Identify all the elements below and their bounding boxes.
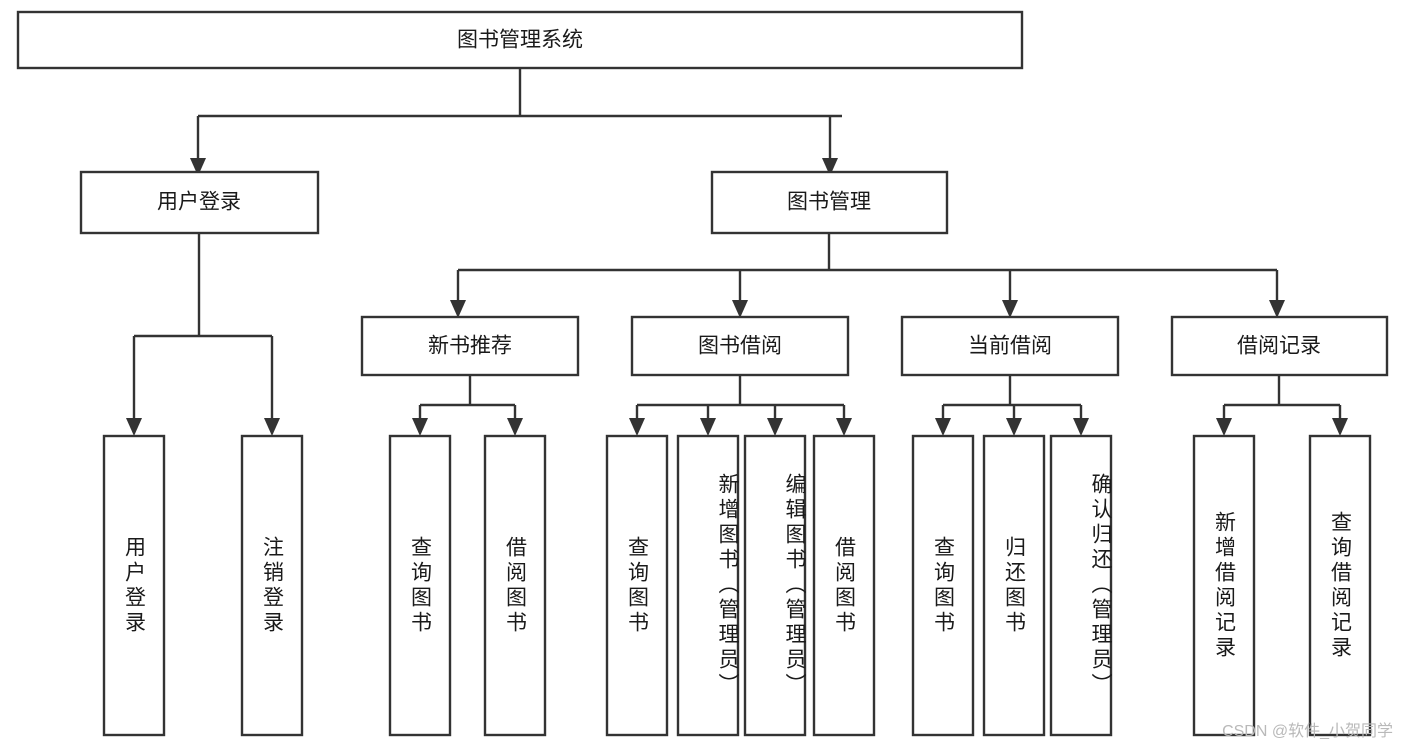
node-user-login-label: 用户登录 bbox=[157, 191, 241, 214]
node-book-manage[interactable]: 图书管理 bbox=[710, 170, 949, 235]
arrowhead-bb-leaf-4 bbox=[836, 418, 852, 436]
leaf-box-user-logout[interactable] bbox=[240, 434, 304, 737]
leaf-box-borrow-book-2[interactable] bbox=[812, 434, 876, 737]
leaf-box-add-book[interactable] bbox=[676, 434, 740, 737]
leaf-box-user-login[interactable] bbox=[102, 434, 166, 737]
arrowhead-current-borrow bbox=[1002, 300, 1018, 318]
leaf-box-query-book-2[interactable] bbox=[605, 434, 669, 737]
arrowhead-book-borrow bbox=[732, 300, 748, 318]
node-book-manage-label: 图书管理 bbox=[787, 191, 871, 214]
arrowhead-book-manage bbox=[822, 158, 838, 176]
arrowhead-leaf-user-login bbox=[126, 418, 142, 436]
arrowhead-nbr-leaf-1 bbox=[412, 418, 428, 436]
leaf-box-query-book-3[interactable] bbox=[911, 434, 975, 737]
node-root[interactable]: 图书管理系统 bbox=[16, 10, 1024, 70]
node-current-borrow-label: 当前借阅 bbox=[968, 335, 1052, 358]
node-new-book-recommend[interactable]: 新书推荐 bbox=[360, 315, 580, 377]
arrowhead-cb-leaf-2 bbox=[1006, 418, 1022, 436]
node-user-login[interactable]: 用户登录 bbox=[79, 170, 320, 235]
arrowhead-user-login bbox=[190, 158, 206, 176]
leaf-box-query-record[interactable] bbox=[1308, 434, 1372, 737]
leaf-box-return-book[interactable] bbox=[982, 434, 1046, 737]
node-current-borrow[interactable]: 当前借阅 bbox=[900, 315, 1120, 377]
leaf-box-edit-book[interactable] bbox=[743, 434, 807, 737]
connectors-new-book-recommend-to-leaves bbox=[412, 375, 523, 436]
node-user-login-box[interactable] bbox=[79, 170, 320, 235]
arrowhead-leaf-user-logout bbox=[264, 418, 280, 436]
connectors-borrow-record-to-leaves bbox=[1216, 375, 1348, 436]
node-current-borrow-box[interactable] bbox=[900, 315, 1120, 377]
node-borrow-record-label: 借阅记录 bbox=[1237, 335, 1321, 358]
leaf-boxes[interactable] bbox=[102, 434, 1372, 737]
arrowhead-new-book-recommend bbox=[450, 300, 466, 318]
arrowhead-br-leaf-2 bbox=[1332, 418, 1348, 436]
arrowhead-bb-leaf-1 bbox=[629, 418, 645, 436]
node-borrow-record-box[interactable] bbox=[1170, 315, 1389, 377]
connectors-user-login-to-leaves bbox=[126, 233, 280, 436]
connectors-root-to-level2 bbox=[190, 68, 842, 176]
connectors-book-manage-to-level3 bbox=[450, 233, 1285, 318]
csdn-watermark: CSDN @软件_小贺同学 bbox=[1222, 723, 1393, 740]
node-new-book-recommend-box[interactable] bbox=[360, 315, 580, 377]
arrowhead-borrow-record bbox=[1269, 300, 1285, 318]
arrowhead-nbr-leaf-2 bbox=[507, 418, 523, 436]
node-book-borrow-label: 图书借阅 bbox=[698, 335, 782, 358]
node-book-borrow-box[interactable] bbox=[630, 315, 850, 377]
arrowhead-bb-leaf-2 bbox=[700, 418, 716, 436]
connectors-book-borrow-to-leaves bbox=[629, 375, 852, 436]
arrowhead-cb-leaf-3 bbox=[1073, 418, 1089, 436]
node-borrow-record[interactable]: 借阅记录 bbox=[1170, 315, 1389, 377]
leaf-box-query-book-1[interactable] bbox=[388, 434, 452, 737]
node-root-label: 图书管理系统 bbox=[457, 29, 583, 52]
arrowhead-bb-leaf-3 bbox=[767, 418, 783, 436]
arrowhead-cb-leaf-1 bbox=[935, 418, 951, 436]
leaf-box-borrow-book-1[interactable] bbox=[483, 434, 547, 737]
node-new-book-recommend-label: 新书推荐 bbox=[428, 335, 512, 358]
node-root-box[interactable] bbox=[16, 10, 1024, 70]
node-book-manage-box[interactable] bbox=[710, 170, 949, 235]
arrowhead-br-leaf-1 bbox=[1216, 418, 1232, 436]
node-book-borrow[interactable]: 图书借阅 bbox=[630, 315, 850, 377]
leaf-box-add-record[interactable] bbox=[1192, 434, 1256, 737]
leaf-box-confirm-return[interactable] bbox=[1049, 434, 1113, 737]
connectors-current-borrow-to-leaves bbox=[935, 375, 1089, 436]
